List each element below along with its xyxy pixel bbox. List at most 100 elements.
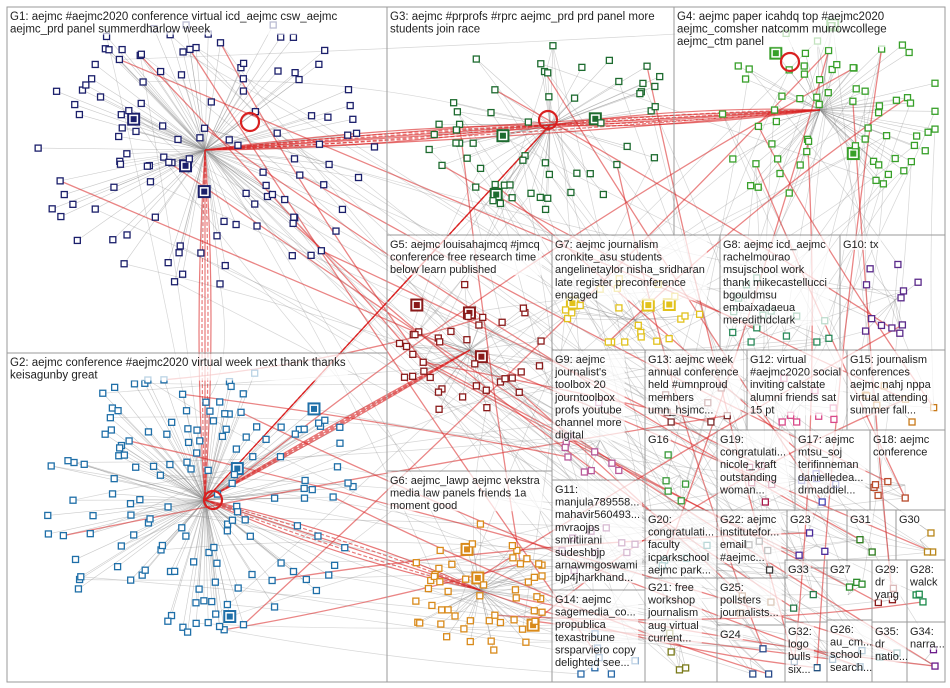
node-G5-20[interactable] <box>463 336 471 344</box>
node-G2-108[interactable] <box>80 460 88 468</box>
node-G2-19[interactable] <box>184 425 192 433</box>
node-G4-63[interactable] <box>804 137 813 145</box>
node-G2-134[interactable] <box>136 496 144 504</box>
node-G1-95[interactable] <box>295 75 303 84</box>
node-G5-39[interactable] <box>419 358 427 366</box>
node-G7-16[interactable] <box>637 333 645 341</box>
node-G1-81[interactable] <box>320 181 328 189</box>
node-G6-15[interactable] <box>430 572 439 581</box>
node-G2-37[interactable] <box>184 438 193 447</box>
node-G5-37[interactable] <box>411 330 419 339</box>
node-G2-70[interactable] <box>302 575 310 584</box>
node-G6-32[interactable] <box>443 633 451 641</box>
node-G1-97[interactable] <box>125 106 133 115</box>
node-G2-79[interactable] <box>196 437 204 445</box>
node-G3-33[interactable] <box>491 180 499 189</box>
node-G3-3[interactable] <box>656 72 664 81</box>
node-G1-9[interactable] <box>344 86 353 94</box>
node-G2-148[interactable] <box>210 543 218 552</box>
node-G6-43[interactable] <box>523 555 531 563</box>
node-G2-139[interactable] <box>115 444 124 452</box>
node-G1-83[interactable] <box>200 124 209 132</box>
node-G4-16[interactable] <box>745 65 753 73</box>
node-G1-91[interactable] <box>48 205 56 213</box>
node-G30-2[interactable] <box>923 548 932 556</box>
node-G7-15[interactable] <box>681 312 689 320</box>
node-G23-0[interactable] <box>795 551 803 559</box>
node-G3-32[interactable] <box>537 60 545 68</box>
node-G3-6[interactable] <box>643 62 651 70</box>
node-G5-34[interactable] <box>479 313 487 322</box>
node-G17-0[interactable] <box>818 498 826 506</box>
node-G12-5[interactable] <box>793 418 801 426</box>
node-G1-89[interactable] <box>268 190 277 199</box>
node-G5-19[interactable] <box>515 388 523 396</box>
node-G1-102[interactable] <box>164 258 172 267</box>
node-G6-14[interactable] <box>487 637 495 645</box>
node-G1-66[interactable] <box>344 131 352 139</box>
node-G4-3[interactable] <box>861 87 869 95</box>
node-G2-118[interactable] <box>336 423 344 431</box>
node-G9-7[interactable] <box>580 468 589 476</box>
node-G16-3[interactable] <box>664 487 672 495</box>
node-G2-114[interactable] <box>289 567 298 576</box>
node-G4-39[interactable] <box>774 155 782 163</box>
node-G4-17[interactable] <box>754 122 763 131</box>
node-G4-6[interactable] <box>741 75 750 83</box>
node-G6-52[interactable] <box>530 607 538 615</box>
node-G1-29[interactable] <box>291 68 299 77</box>
node-G4-62[interactable] <box>778 92 786 100</box>
node-G7-3[interactable] <box>561 306 570 314</box>
node-G2-29[interactable] <box>193 426 201 434</box>
node-G4-49[interactable] <box>875 161 883 169</box>
node-G6-42[interactable] <box>436 578 444 586</box>
node-G1-110[interactable] <box>196 134 204 142</box>
node-G6-12[interactable] <box>479 581 488 589</box>
node-G1-115[interactable] <box>290 213 298 221</box>
node-G2-46[interactable] <box>216 398 224 406</box>
node-G4-13[interactable] <box>924 128 932 136</box>
node-G6-45[interactable] <box>535 560 543 568</box>
node-G1-94[interactable] <box>170 278 179 286</box>
node-G2-81[interactable] <box>114 407 122 415</box>
node-G2-55[interactable] <box>209 417 218 425</box>
node-G5-28[interactable] <box>400 373 409 381</box>
node-G3-23[interactable] <box>536 193 544 202</box>
node-G2-44[interactable] <box>99 389 107 397</box>
node-G4-8[interactable] <box>864 124 872 132</box>
node-G2-50[interactable] <box>59 531 68 540</box>
node-G6-34[interactable] <box>530 573 539 581</box>
node-G8-10[interactable] <box>825 334 833 342</box>
node-G2-61[interactable] <box>234 584 242 592</box>
node-G3-25[interactable] <box>570 94 579 102</box>
node-G7-14[interactable] <box>563 314 572 323</box>
node-G2-9[interactable] <box>205 548 213 557</box>
node-G28-1[interactable] <box>919 598 927 606</box>
node-G14-2[interactable] <box>607 670 616 678</box>
node-G1-40[interactable] <box>315 60 323 69</box>
node-G10-1[interactable] <box>898 321 907 329</box>
node-G1-39[interactable] <box>221 261 229 270</box>
node-G6-16[interactable] <box>448 560 456 568</box>
node-G21-0[interactable] <box>667 648 675 656</box>
node-G2-3[interactable] <box>130 380 139 388</box>
node-G2-30[interactable] <box>192 619 200 628</box>
node-G2-105[interactable] <box>293 522 302 530</box>
node-G5-21[interactable] <box>409 372 417 380</box>
node-G21-3[interactable] <box>682 664 690 672</box>
node-G1-20[interactable] <box>315 140 324 148</box>
node-G6-25[interactable] <box>416 619 424 627</box>
node-G6-35[interactable] <box>508 541 517 550</box>
node-G2-149[interactable] <box>182 407 191 415</box>
node-G1-14[interactable] <box>160 153 168 161</box>
node-G6-50[interactable] <box>476 520 485 528</box>
node-G1-22[interactable] <box>143 162 152 170</box>
node-G1-90[interactable] <box>175 249 183 257</box>
node-G4-36[interactable] <box>892 96 901 104</box>
node-G2-53[interactable] <box>190 558 198 566</box>
node-G2-122[interactable] <box>120 451 129 459</box>
node-G1-33[interactable] <box>239 59 248 68</box>
node-G1-117[interactable] <box>242 189 250 198</box>
node-G24-0[interactable] <box>764 670 773 678</box>
node-G6-53[interactable] <box>491 611 499 619</box>
